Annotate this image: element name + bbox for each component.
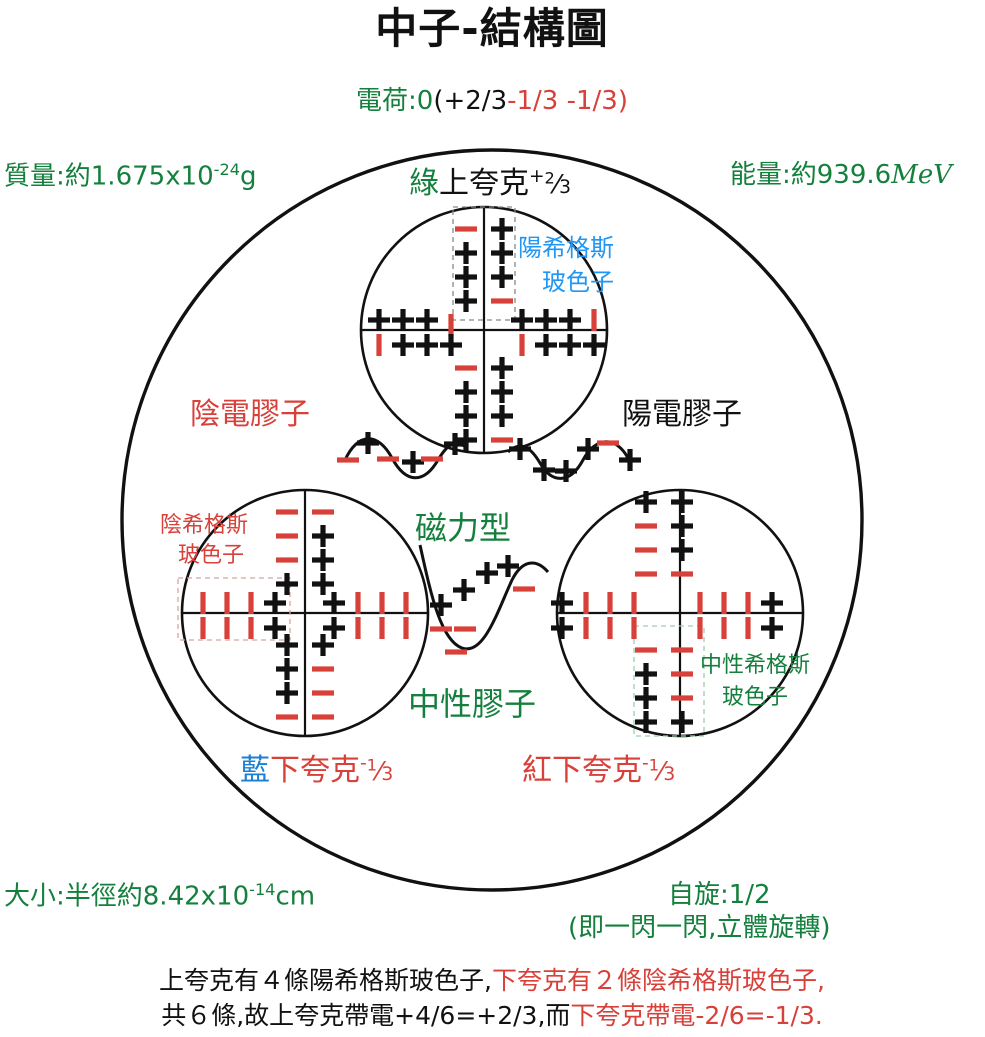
mass-exponent: -24 (213, 160, 240, 179)
negative-higgs-boson-label-line1: 陰希格斯 (160, 513, 249, 538)
neutral-higgs-boson-label-line2: 玻色子 (722, 685, 789, 710)
energy-text: 能量:約939.6 (730, 160, 892, 190)
charge-up-value: (+2/3 (433, 86, 508, 116)
negative-gluon-wave (337, 432, 466, 480)
green-up-quark-label: 綠上夸克+2⁄3 (408, 166, 572, 201)
page-title: 中子-結構圖 (375, 4, 609, 53)
blue-down-quark-group (177, 488, 430, 738)
red-quark-name: 下夸克 (552, 753, 642, 788)
footnote-line2-black: 共６條,故上夸克帶電+4/6=+2/3,而 (161, 1001, 571, 1030)
red-charge-denominator: 3 (663, 764, 676, 785)
spin-label-line1: 自旋:1/2 (668, 880, 771, 910)
positive-gluon-wave (506, 438, 641, 482)
red-quark-color-label: 紅 (522, 753, 552, 788)
size-prefix: 大小:半徑約8.42x10 (4, 881, 250, 912)
negative-gluon-label: 陰電膠子 (190, 397, 310, 432)
footnote-line2-red: 下夸克帶電-2/6=-1/3. (570, 1001, 823, 1030)
red-quark-charge-fraction: 1⁄3 (648, 755, 676, 787)
positive-higgs-boson-label-line1: 陽希格斯 (518, 234, 614, 262)
blue-quark-charge-sign: - (360, 753, 367, 774)
red-quark-charge-sign: - (642, 753, 649, 774)
neutral-gluon-wave (418, 544, 550, 655)
blue-quark-name: 下夸克 (270, 753, 360, 788)
neutron-boundary-circle (120, 148, 864, 892)
energy-unit: MeV (891, 160, 952, 190)
positive-higgs-boson-label-line2: 玻色子 (542, 268, 614, 296)
red-charge-numerator: 1 (648, 755, 659, 775)
size-exponent: -14 (249, 880, 276, 899)
magnetic-gluon-label: 磁力型 (415, 509, 512, 547)
blue-down-quark-label: 藍下夸克-1⁄3 (240, 753, 394, 788)
charge-label: 電荷:0 (356, 86, 434, 116)
blue-quark-color-label: 藍 (240, 753, 270, 788)
up-charge-denominator: 3 (559, 177, 572, 198)
size-label: 大小:半徑約8.42x10-14cm (4, 880, 316, 912)
neutral-gluon-label: 中性膠子 (408, 685, 537, 723)
blue-charge-denominator: 3 (381, 764, 394, 785)
red-down-quark-label: 紅下夸克-1⁄3 (522, 753, 676, 788)
energy-label: 能量:約939.6MeV (730, 162, 952, 188)
up-quark-color-label: 綠 (408, 166, 439, 201)
blue-quark-higgs-box (177, 577, 291, 641)
blue-quark-charge-fraction: 1⁄3 (366, 755, 394, 787)
neutral-higgs-boson-label-line1: 中性希格斯 (700, 653, 811, 678)
up-charge-numerator: 2 (544, 168, 555, 188)
mass-label: 質量:約1.675x10-24g (4, 160, 257, 192)
footnote-line1-red: 下夸克有２條陰希格斯玻色子, (492, 966, 825, 995)
blue-charge-numerator: 1 (366, 755, 377, 775)
up-quark-name: 上夸克 (438, 166, 529, 201)
footnote-line-1: 上夸克有４條陽希格斯玻色子,下夸克有２條陰希格斯玻色子, (159, 968, 825, 993)
positive-gluon-label: 陽電膠子 (622, 397, 742, 432)
green-up-quark-group (359, 205, 609, 455)
footnote-line1-black: 上夸克有４條陽希格斯玻色子, (159, 966, 492, 995)
mass-prefix: 質量:約1.675x10 (4, 161, 214, 192)
size-unit: cm (275, 881, 316, 912)
charge-line: 電荷:0(+2/3-1/3 -1/3) (356, 88, 628, 114)
spin-label-line2: (即一閃一閃,立體旋轉) (568, 913, 831, 943)
mass-unit: g (239, 161, 257, 192)
charge-down-values: -1/3 -1/3) (507, 86, 628, 116)
up-quark-higgs-box (452, 206, 516, 321)
negative-higgs-boson-label-line2: 玻色子 (178, 543, 245, 568)
up-quark-charge-fraction: 2⁄3 (544, 168, 572, 200)
footnote-line-2: 共６條,故上夸克帶電+4/6=+2/3,而下夸克帶電-2/6=-1/3. (161, 1003, 823, 1028)
red-down-quark-group (551, 488, 805, 738)
up-quark-charge-sign: + (528, 166, 545, 187)
